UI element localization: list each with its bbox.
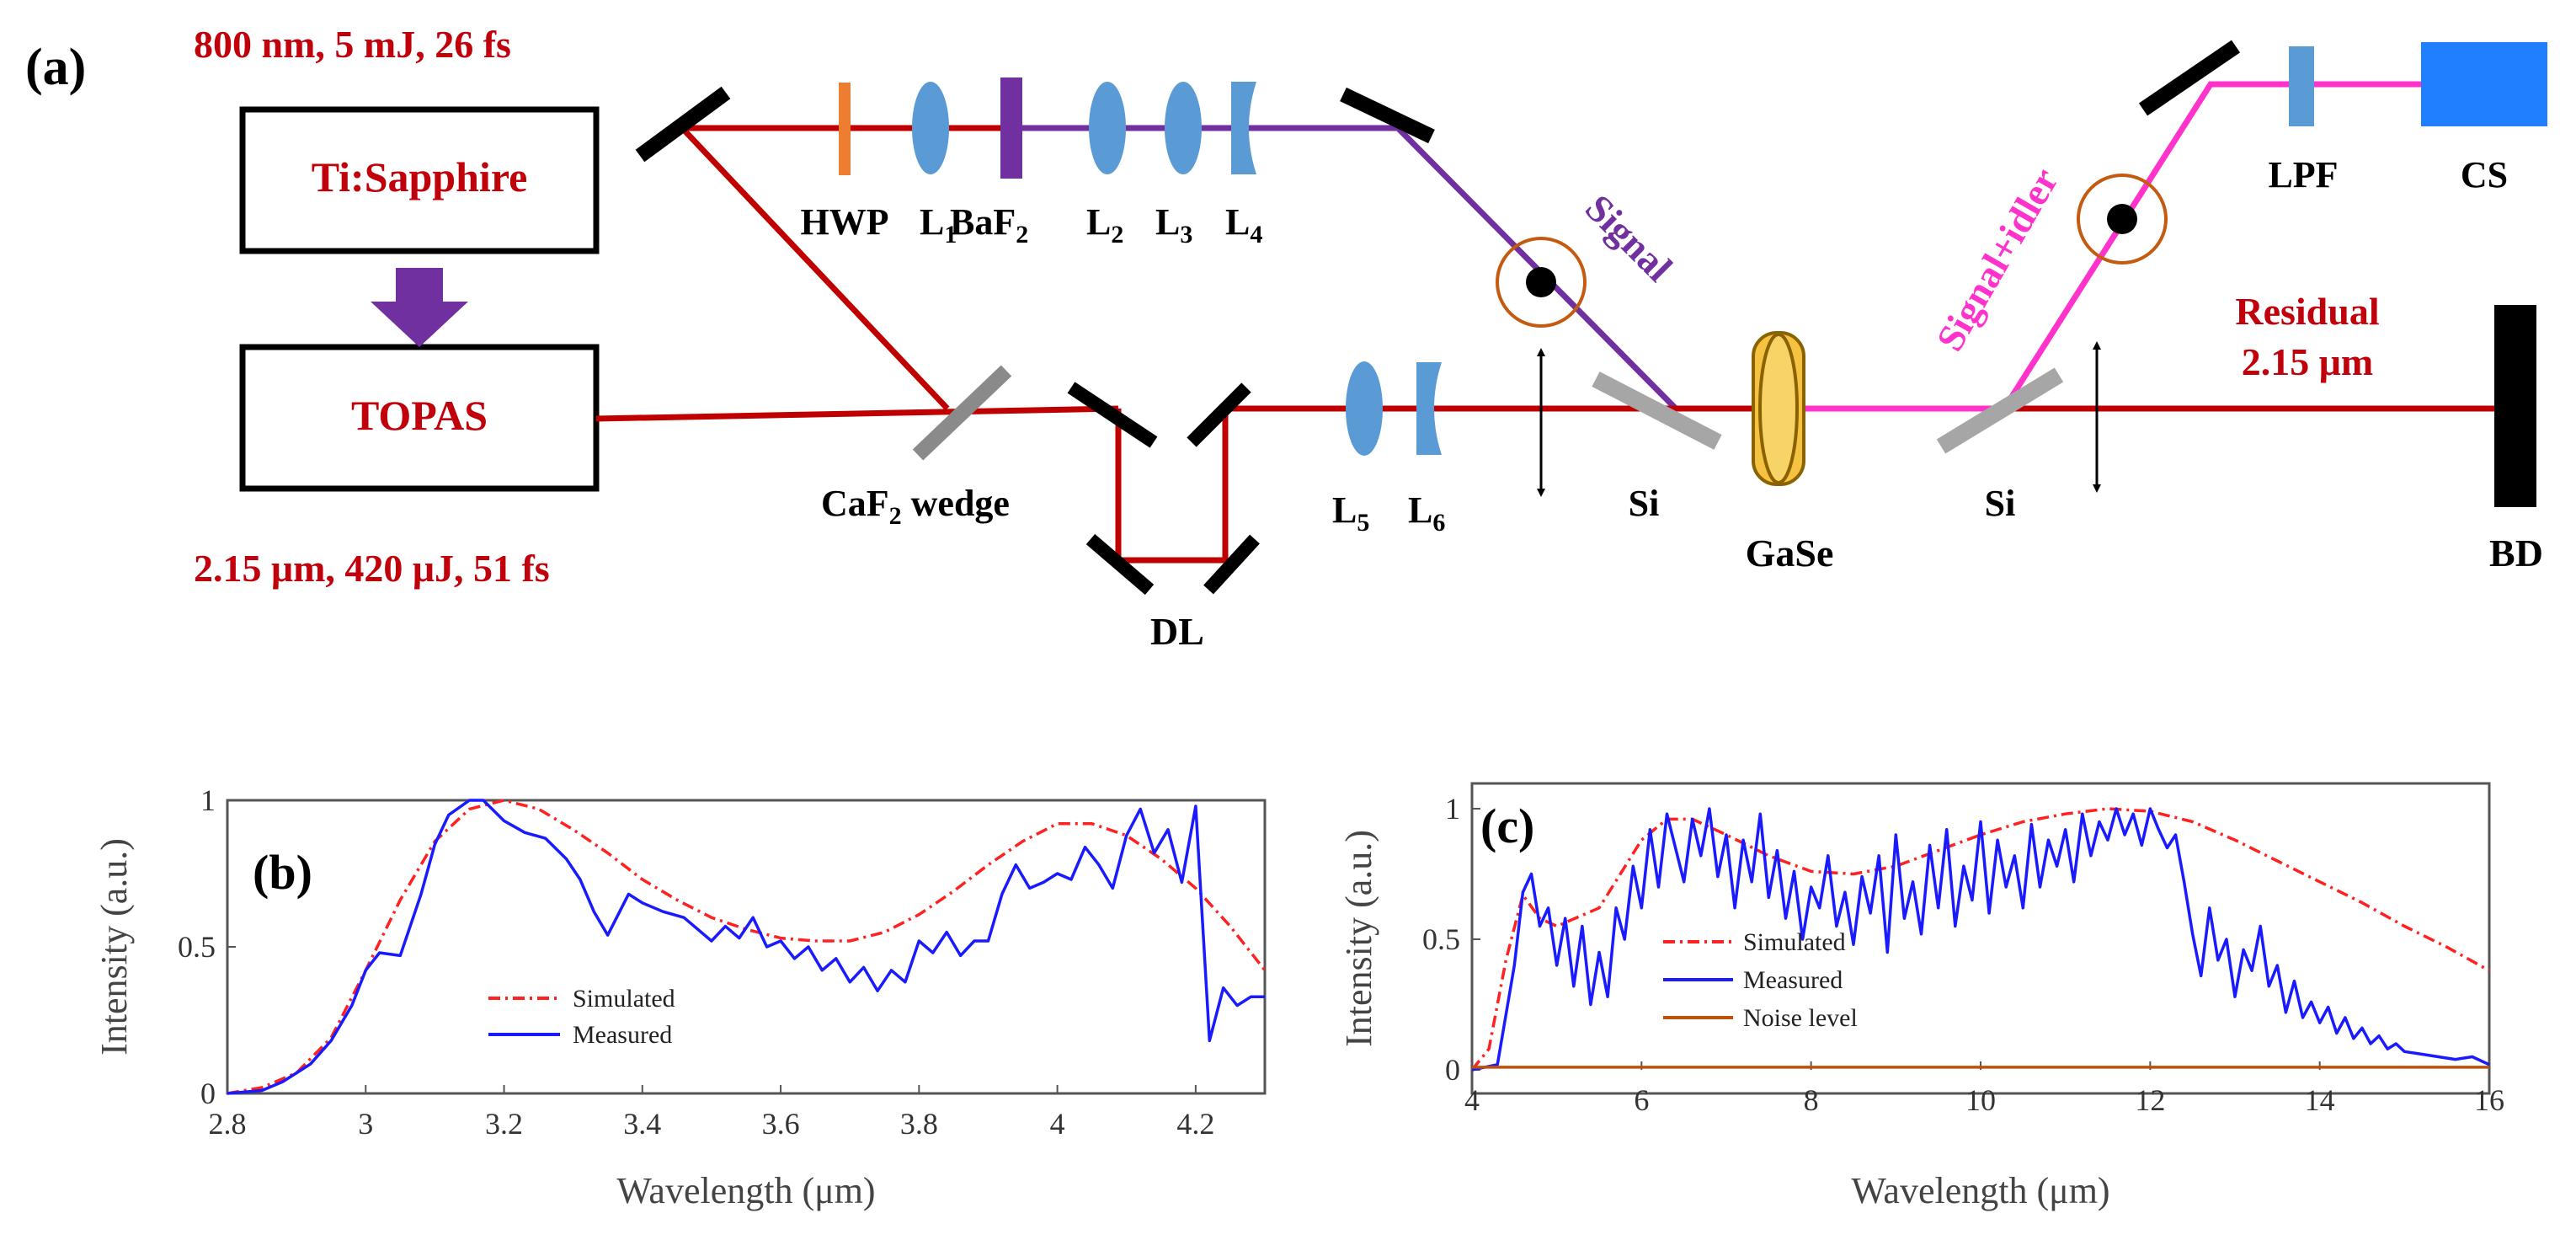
chart-b-legend: Simulated Measured (488, 985, 675, 1049)
gase-crystal (1752, 331, 1805, 486)
lens-l3 (1165, 82, 1202, 174)
chart-b-xtick-label: 3 (358, 1107, 373, 1141)
chart-c-xtick-label: 16 (2474, 1083, 2504, 1117)
l1-label: L1 (920, 201, 957, 249)
ti-sapphire-label: Ti:Sapphire (312, 153, 528, 200)
l4-label: L4 (1225, 201, 1262, 249)
chart-c-xtick-label: 8 (1804, 1083, 1819, 1117)
bd-label: BD (2489, 532, 2543, 575)
chart-b-ylabel: Intensity (a.u.) (93, 838, 135, 1056)
delay-mirror-3 (1085, 533, 1155, 596)
chart-b-ytick-label: 0 (200, 1077, 216, 1110)
chart-b-xtick-label: 2.8 (209, 1107, 247, 1141)
l5-label: L5 (1332, 489, 1369, 537)
signal-label: Signal (1577, 186, 1681, 290)
caf2-wedge (912, 365, 1012, 461)
chart-c-xtick-label: 14 (2305, 1083, 2335, 1117)
chart-c-xtick-label: 4 (1464, 1083, 1480, 1117)
chart-c-panel-label: (c) (1480, 799, 1534, 853)
chart-c-legend: Simulated Measured Noise level (1663, 928, 1858, 1032)
delay-mirror-1 (1067, 382, 1158, 448)
drive-beam (595, 405, 2497, 564)
gase-label: GaSe (1746, 532, 1834, 575)
delay-mirror-2 (1187, 382, 1251, 447)
lens-l1 (912, 82, 949, 174)
caf2-wedge-label: CaF2 wedge (821, 483, 1010, 530)
mirror-top-left (635, 86, 731, 163)
chart-b-xtick-label: 3.2 (485, 1107, 523, 1141)
chart-c-ytick-label: 0 (1445, 1053, 1460, 1087)
chart-b-series-simulated (227, 799, 1267, 1095)
delay-mirror-4 (1203, 534, 1260, 595)
si-plate-1 (1592, 371, 1722, 450)
si-plate-2 (1936, 367, 2064, 454)
hwp-label: HWP (800, 201, 888, 243)
delay-line-label: DL (1150, 610, 1204, 653)
cs-spectrometer (2421, 42, 2547, 126)
l6-label: L6 (1408, 489, 1445, 537)
chart-b-xtick-label: 3.8 (900, 1107, 938, 1141)
chart-b-xtick-label: 3.6 (762, 1107, 800, 1141)
lens-l2 (1089, 82, 1126, 174)
signal-idler-label: Signal+idler (1928, 161, 2067, 358)
residual-label: Residual (2235, 290, 2379, 333)
ti-sapphire-box (239, 106, 600, 254)
pump-arrow (371, 268, 468, 347)
chart-c-legend-noise: Noise level (1743, 1004, 1858, 1032)
l2-label: L2 (1086, 201, 1123, 249)
chart-c-xtick-label: 12 (2135, 1083, 2165, 1117)
mirror-top-middle (1340, 87, 1435, 144)
chart-b: 2.8 3 3.2 3.4 3.6 3.8 4 4.2 0 0.5 1 (b) Intensity … (93, 783, 1267, 1211)
polarization-marker-1 (1496, 237, 1587, 328)
chart-b-ytick-label: 0.5 (178, 930, 216, 964)
chart-c-xtick-label: 10 (1965, 1083, 1996, 1117)
chart-c: 4 6 8 10 12 14 16 0 0.5 1 (c) Intensity (a.u.) Wa… (1338, 782, 2504, 1211)
chart-c-ylabel: Intensity (a.u.) (1338, 830, 1379, 1047)
topas-box (239, 344, 600, 492)
baf2-label: BaF2 (950, 201, 1028, 249)
chart-b-legend-measured: Measured (573, 1021, 672, 1049)
chart-b-xtick-label: 4.2 (1176, 1107, 1214, 1141)
chart-c-ytick-label: 0.5 (1422, 922, 1460, 956)
chart-c-legend-measured: Measured (1743, 966, 1843, 994)
chart-c-xtick-label: 6 (1634, 1083, 1649, 1117)
residual-wavelength-label: 2.15 μm (2242, 340, 2373, 383)
chart-b-series-measured (227, 799, 1265, 1095)
polarization-marker-2 (2077, 174, 2168, 265)
chart-b-xtick-label: 4 (1050, 1107, 1065, 1141)
chart-b-xlabel: Wavelength (μm) (616, 1170, 875, 1211)
si-label-1: Si (1629, 483, 1660, 524)
mirror-top-right (2138, 40, 2241, 116)
lpf-label: LPF (2268, 154, 2338, 195)
idler-beam (1802, 81, 2484, 412)
lens-l6 (1416, 362, 1442, 455)
setup-diagram: (a) 800 nm, 5 mJ, 26 fs 2.15 μm, 420 μJ,… (25, 23, 2547, 653)
pump-spec-label: 800 nm, 5 mJ, 26 fs (194, 23, 511, 66)
lens-l4 (1231, 82, 1256, 174)
baf2-plate (1000, 78, 1022, 179)
chart-b-legend-simulated: Simulated (573, 985, 675, 1013)
lpf-filter (2289, 46, 2314, 126)
chart-b-frame (226, 799, 1267, 1095)
lens-l5 (1346, 361, 1383, 456)
cs-label: CS (2461, 154, 2508, 195)
topas-label: TOPAS (351, 392, 488, 439)
chart-c-xlabel: Wavelength (μm) (1851, 1170, 2109, 1211)
chart-b-xtick-label: 3.4 (623, 1107, 661, 1141)
l3-label: L3 (1155, 201, 1192, 249)
beam-dump (2494, 305, 2536, 507)
panel-a-label: (a) (25, 39, 86, 96)
chart-c-series-measured (1471, 807, 2490, 1072)
si-label-2: Si (1985, 483, 2016, 524)
chart-b-panel-label: (b) (253, 845, 312, 900)
chart-b-ytick-label: 1 (200, 783, 216, 817)
topas-spec-label: 2.15 μm, 420 μJ, 51 fs (194, 547, 550, 590)
chart-c-legend-simulated: Simulated (1743, 928, 1846, 956)
chart-c-ytick-label: 1 (1445, 792, 1460, 826)
